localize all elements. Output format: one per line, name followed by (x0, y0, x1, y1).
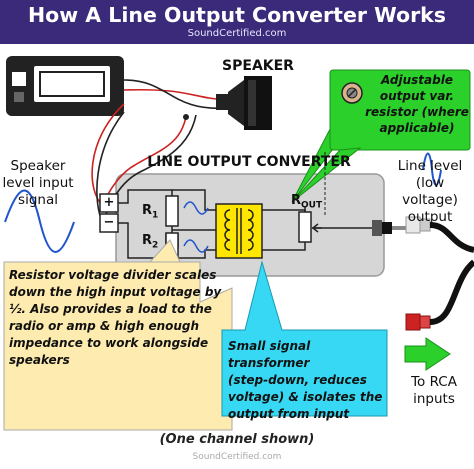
resistor-r1 (165, 195, 179, 227)
divider-callout-line-5: impedance to work alongside (9, 336, 209, 350)
speaker-input-label: Speaker level input signal (0, 158, 76, 209)
speaker-input-line-2: level input (2, 175, 74, 191)
wire-speaker-tap-pos (102, 116, 187, 207)
r1-subscript: 1 (152, 210, 159, 221)
line-level-line-3: output (407, 209, 453, 225)
transformer (215, 203, 263, 259)
transformer-callout-line-1: Small signal transformer (228, 339, 311, 370)
header-site: SoundCertified.com (187, 28, 287, 39)
rca-cable-red-icon (405, 259, 474, 331)
r1-letter: R (142, 203, 153, 218)
resistor-rout (298, 211, 312, 243)
resistor-callout-line-2: output var. (379, 89, 455, 103)
divider-callout-line-6: speakers (9, 353, 70, 367)
divider-callout-line-4: radio or amp & high enough (9, 319, 200, 333)
r2-subscript: 2 (152, 240, 159, 251)
wire-radio-speaker-neg (123, 79, 229, 110)
output-jack-icon (372, 220, 406, 236)
speaker-input-line-3: signal (18, 192, 58, 208)
r2-letter: R (142, 233, 153, 248)
rca-cable-white-icon (405, 216, 474, 253)
transformer-callout-line-3: voltage) & isolates the (228, 390, 383, 404)
output-sine-wave (422, 152, 442, 186)
line-level-label: Line level (low voltage) output (386, 158, 474, 226)
divider-callout-line-3: ½. Also provides a load to the (9, 302, 212, 316)
resistor-callout-line-3: resistor (where (365, 105, 469, 119)
converter-label: LINE OUTPUT CONVERTER (147, 154, 351, 170)
minus-terminal-label: − (103, 215, 115, 230)
rout-subscript: OUT (301, 200, 323, 211)
footer-site: SoundCertified.com (192, 452, 282, 462)
rout-letter: R (291, 193, 302, 208)
diagram-title: How A Line Output Converter Works (27, 3, 447, 27)
divider-callout-bubble (3, 261, 233, 431)
resistor-callout-line-4: applicable) (379, 121, 455, 135)
radio-icon (6, 56, 124, 116)
divider-callout-line-1: Resistor voltage divider scales (9, 268, 217, 282)
line-level-line-1: Line level (397, 158, 463, 174)
rout-label: ROUT (291, 192, 331, 215)
header-bar (0, 0, 474, 44)
divider-callout-pointer (148, 239, 181, 263)
knob-icon (341, 82, 363, 104)
transformer-coils (224, 208, 254, 254)
divider-callout-text: Resistor voltage divider scales down the… (9, 267, 229, 369)
wire-junction (183, 114, 189, 120)
transformer-callout-line-2: (step-down, reduces (228, 373, 367, 387)
to-rca-arrow-icon (404, 337, 451, 371)
input-sine-wave (4, 189, 75, 253)
divider-callout-line-2: down the high input voltage by (9, 285, 222, 299)
to-rca-label: To RCA inputs (398, 374, 470, 408)
to-rca-line-1: To RCA (411, 374, 457, 390)
r2-label: R2 (142, 232, 164, 255)
plus-terminal-label: + (103, 195, 115, 210)
wire-input-pos (91, 103, 125, 207)
to-rca-line-2: inputs (413, 391, 455, 407)
transformer-callout-bubble (221, 260, 388, 417)
r1-label: R1 (142, 202, 164, 225)
speaker-label: SPEAKER (222, 58, 294, 74)
line-level-line-2: (low voltage) (402, 175, 458, 208)
transformer-callout-line-4: output from input (228, 407, 350, 421)
speaker-icon (216, 76, 272, 130)
r2-wave (183, 239, 209, 253)
resistor-callout-bubble (291, 69, 471, 203)
resistor-callout-line-1: Adjustable (381, 73, 453, 87)
transformer-callout-text: Small signal transformer (step-down, red… (228, 338, 386, 423)
rout-wiper-arrow (312, 223, 319, 233)
resistor-callout-text: Adjustable output var. resistor (where a… (365, 72, 469, 136)
r1-wave (183, 201, 209, 215)
footer-note: (One channel shown) (159, 432, 315, 447)
speaker-input-line-1: Speaker (10, 158, 66, 174)
